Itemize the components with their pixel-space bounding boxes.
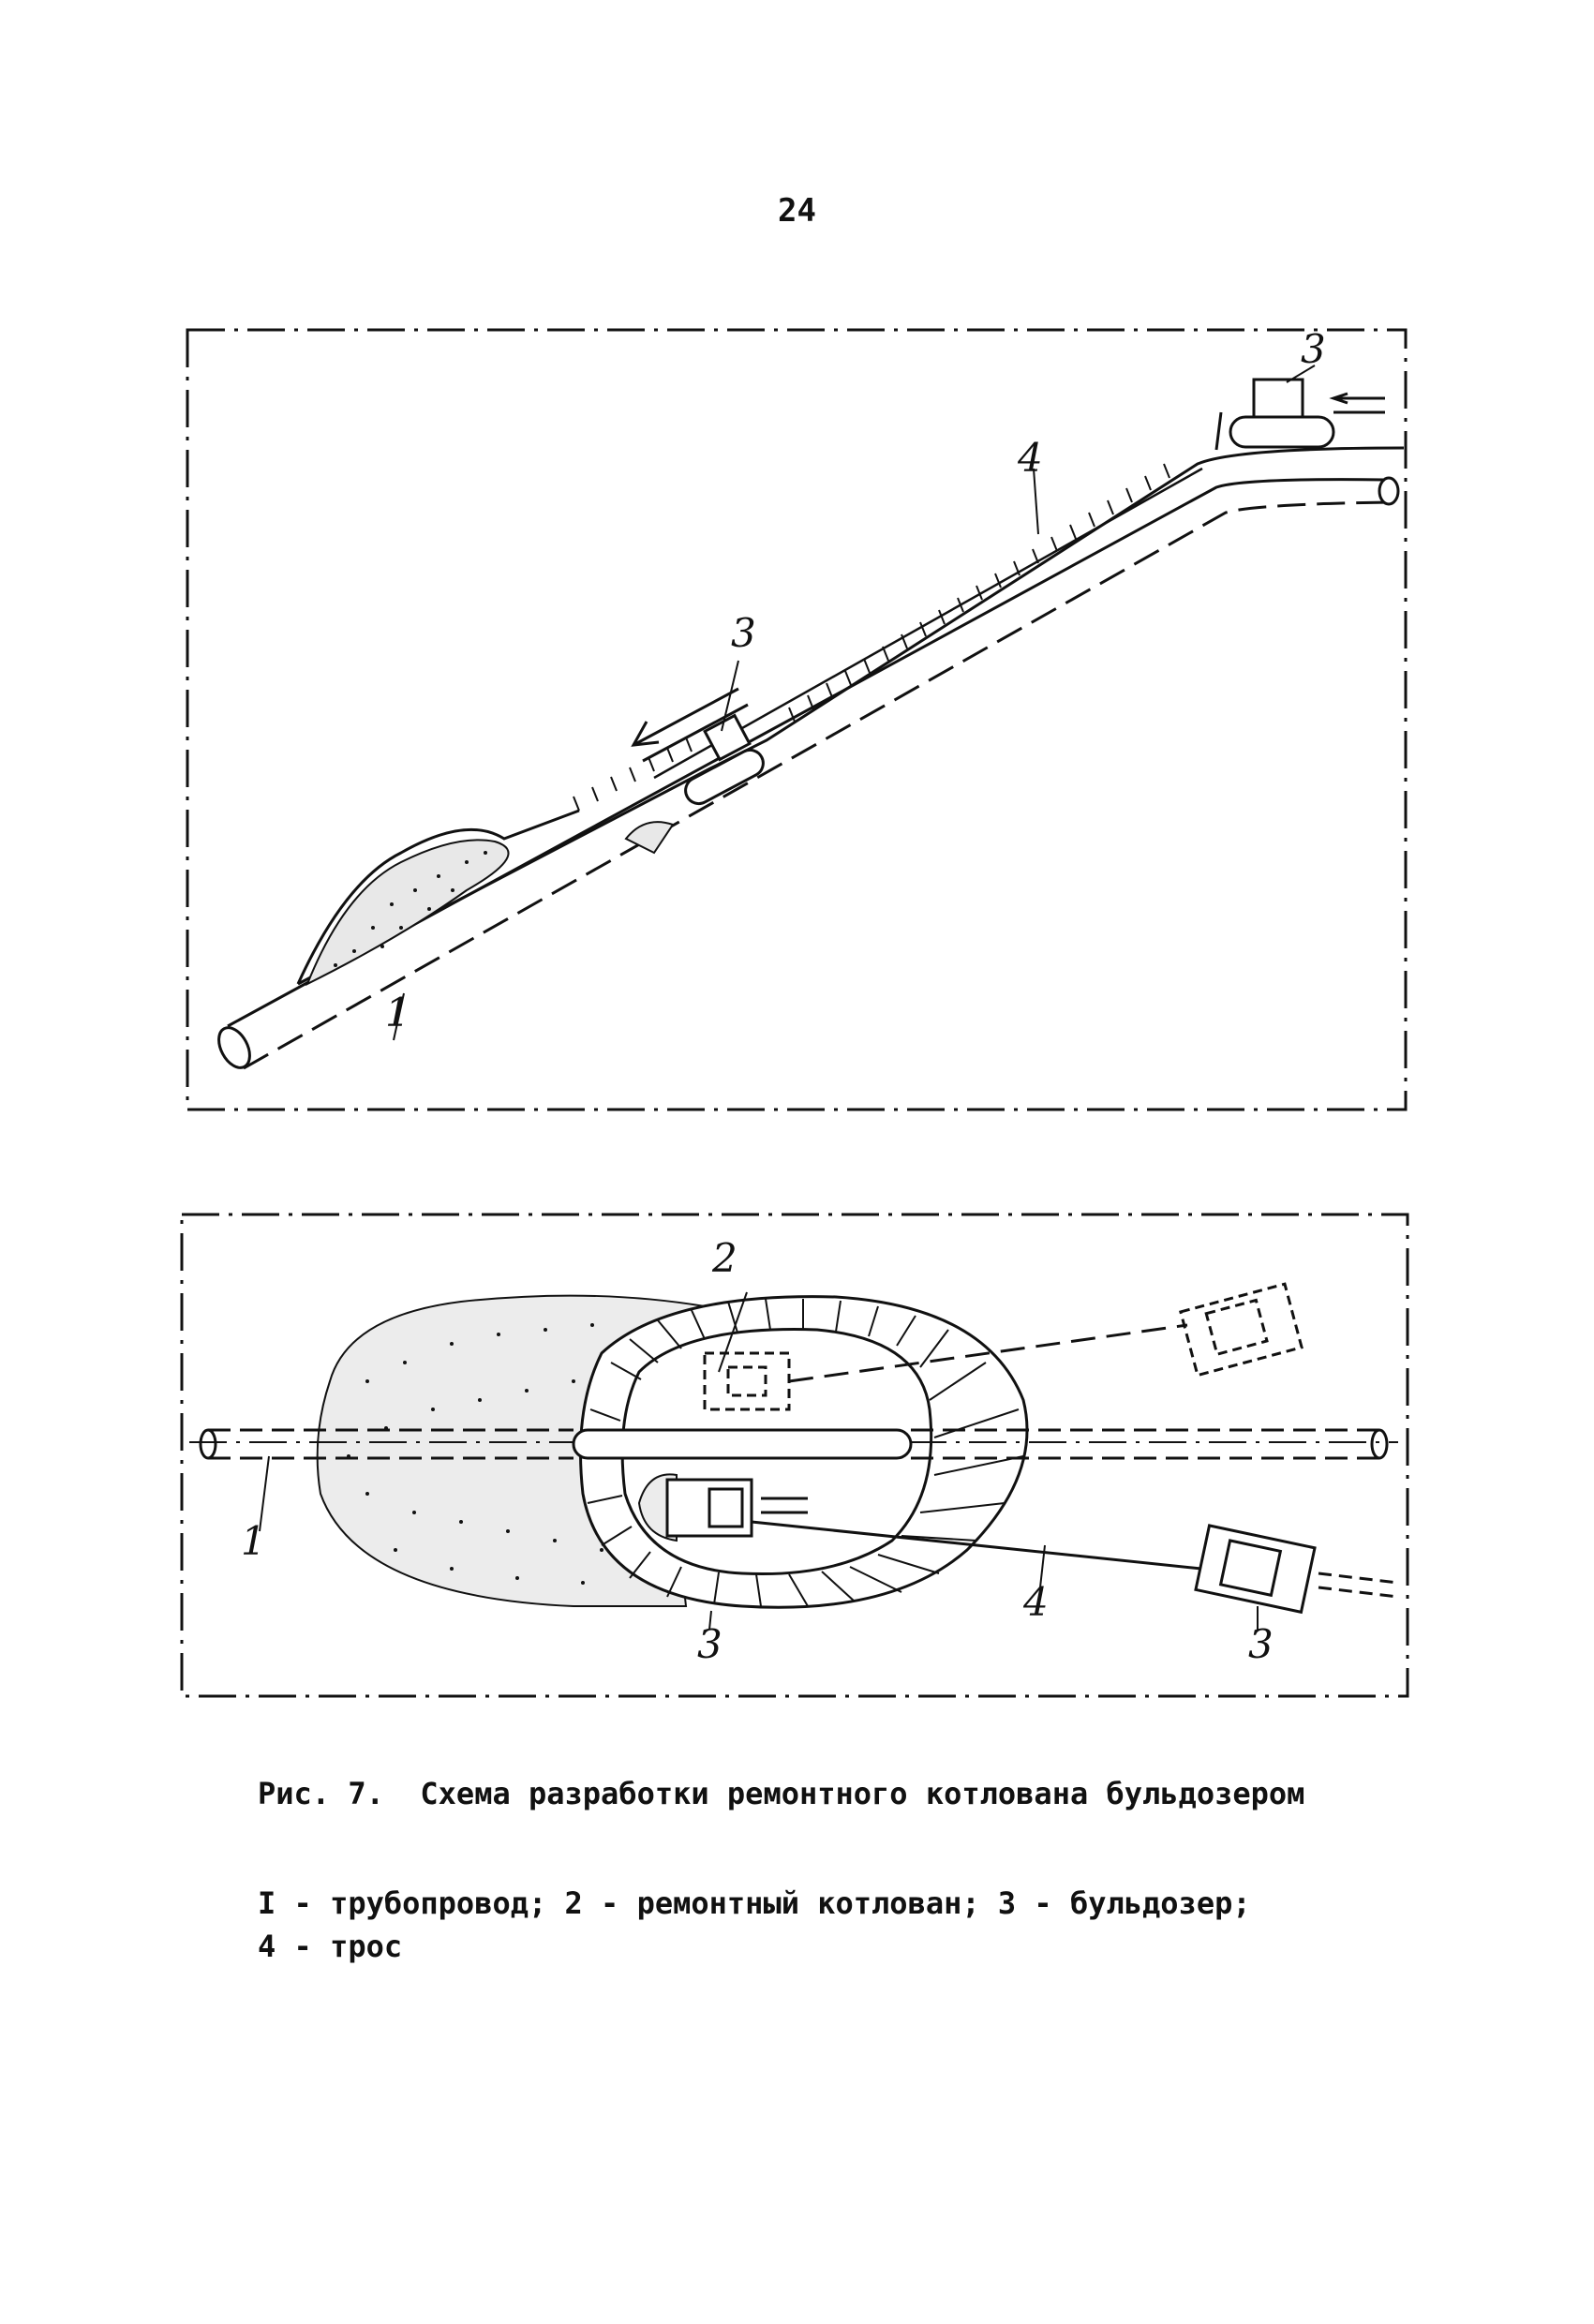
- figure-frame: [180, 1213, 1409, 1698]
- cable-line: [653, 467, 1203, 780]
- soil-heap: [305, 821, 675, 987]
- cable-line: [751, 1520, 1202, 1571]
- bulldozer-right: [1194, 1524, 1317, 1615]
- figure-caption: Рис. 7. Схема разработки ремонтного котл…: [258, 1776, 1305, 1811]
- bulldozer-dashed-far: [1179, 1282, 1304, 1378]
- label-pipeline: 1: [385, 990, 410, 1035]
- slope-section-figure: 3 3 4 1: [186, 328, 1408, 1111]
- label-cable: 4: [1018, 435, 1043, 481]
- slope-hatching: [573, 463, 1170, 812]
- bulldozer-pit: [665, 1478, 808, 1538]
- figure-frame: [186, 328, 1408, 1111]
- ground-surface: [296, 446, 1405, 986]
- motion-arrows: [631, 687, 749, 763]
- legend-line-2: 4 - трос: [258, 1929, 403, 1964]
- leader-lines: [393, 365, 1316, 1041]
- top-bulldozer: [1214, 378, 1385, 451]
- pipeline-drawing: [217, 476, 1400, 1070]
- cable-dashed: [788, 1323, 1188, 1383]
- plan-view-drawing: [180, 1213, 1409, 1698]
- label-bulldozer-right: 3: [1248, 1621, 1274, 1667]
- figure-legend: I - трубопровод; 2 - ремонтный котлован;…: [258, 1882, 1251, 1968]
- leader-lines: [259, 1291, 1259, 1631]
- label-bulldozer-slope: 3: [731, 610, 756, 656]
- slope-bulldozer: [684, 713, 765, 806]
- label-pipeline: 1: [241, 1518, 266, 1564]
- label-bulldozer-pit: 3: [697, 1621, 723, 1667]
- label-pit: 2: [712, 1235, 737, 1281]
- label-cable: 4: [1023, 1579, 1049, 1625]
- legend-line-1: I - трубопровод; 2 - ремонтный котлован;…: [258, 1885, 1251, 1921]
- pipeline-plan: [199, 1428, 1389, 1460]
- motion-arrows: [1318, 1572, 1399, 1599]
- label-bulldozer-top: 3: [1301, 326, 1326, 372]
- slope-section-drawing: [186, 328, 1408, 1111]
- page-number: 24: [778, 192, 816, 230]
- plan-view-figure: 2 1 3 4 3: [180, 1213, 1409, 1698]
